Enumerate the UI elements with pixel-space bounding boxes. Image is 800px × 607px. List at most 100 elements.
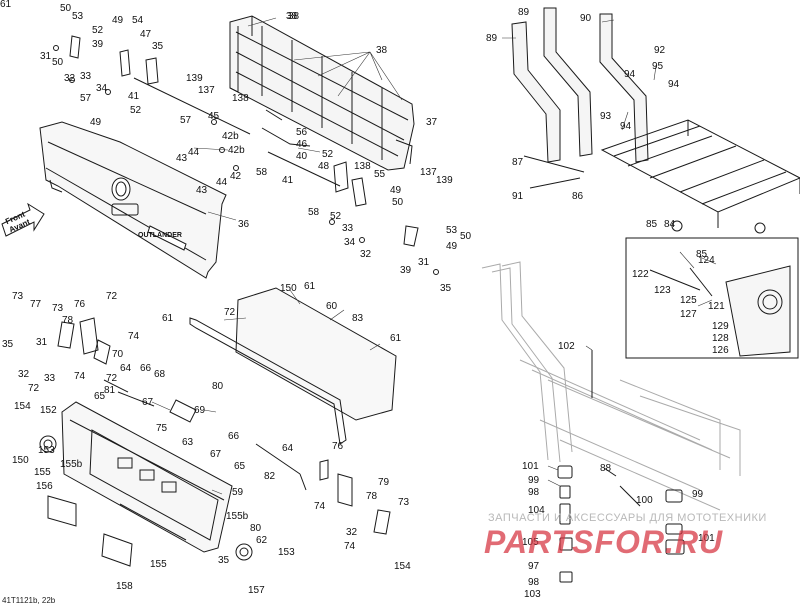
callout-79: 129 [712,321,729,332]
callout-92: 97 [528,561,540,572]
callout-145: 35 [218,555,230,566]
callout-110: 72 [106,373,118,384]
callout-136: 156 [36,481,53,492]
front-rack-frame-drawing [229,15,415,171]
callout-63: 94 [624,69,636,80]
callout-144: 154 [394,561,411,572]
callout-90: 101 [698,533,715,544]
callout-16: 49 [90,117,102,128]
callout-116: 80 [212,381,224,392]
callout-25: 56 [296,127,308,138]
callout-54: 31 [418,257,430,268]
callout-135: 79 [378,477,390,488]
callout-12: 34 [96,83,108,94]
callout-66: 94 [620,121,632,132]
cover-plate-drawing [189,287,397,445]
callout-20: 38 [286,11,298,22]
callout-9: 39 [92,39,104,50]
callout-123: 153 [38,445,55,456]
callout-102: 31 [36,337,48,348]
callout-148: 157 [248,585,265,596]
callout-41: 137 [420,167,437,178]
callout-60: 90 [580,13,592,24]
emblem-text: OUTLANDER [138,232,182,239]
callout-23: 57 [180,115,192,126]
front-hardware-drawing [53,35,439,275]
callout-95: 73 [12,291,24,302]
callout-35: 42 [230,171,242,182]
callout-2: 49 [112,15,124,26]
front-arrow-drawing [1,202,45,237]
callout-96: 77 [30,299,42,310]
callout-68: 91 [512,191,524,202]
callout-37: 41 [282,175,294,186]
callout-19: 138 [232,93,249,104]
callout-15: 41 [128,91,140,102]
callout-97: 73 [52,303,64,314]
callout-78: 121 [708,301,725,312]
rear-hardware-drawing [557,350,685,583]
callout-81: 126 [712,345,729,356]
callout-94: 103 [524,589,541,600]
callout-74: 124 [698,255,715,266]
callout-120: 75 [156,423,168,434]
callout-130: 65 [234,461,246,472]
callout-53: 39 [400,265,412,276]
callout-58: 89 [486,33,498,44]
callout-75: 123 [654,285,671,296]
callout-131: 82 [264,471,276,482]
callout-77: 127 [680,309,697,320]
callout-21: 38 [376,45,388,56]
callout-133: 78 [366,491,378,502]
rear-frame-ghost-drawing [481,261,741,511]
callout-65: 93 [600,111,612,122]
callout-34: 44 [216,177,228,188]
callout-139: 32 [346,527,358,538]
callout-146: 155 [150,559,167,570]
callout-51: 50 [460,231,472,242]
callout-129: 155 [34,467,51,478]
callout-82: 102 [558,341,575,352]
callout-152: 60 [326,301,338,312]
callout-57: 36 [238,219,250,230]
callout-47: 33 [342,223,354,234]
callout-99: 72 [106,291,118,302]
callout-124: 155b [60,459,83,470]
callout-88: 100 [636,495,653,506]
callout-113: 68 [154,369,166,380]
callout-107: 33 [44,373,56,384]
callout-56: 38 [288,11,300,22]
callout-118: 154 [14,401,31,412]
rear-rack-frame-drawing [511,7,800,234]
callout-8: 50 [52,57,64,68]
callout-55: 35 [440,283,452,294]
figure-id: 41T1121b, 22b [2,596,56,605]
callout-0: 50 [60,3,72,14]
callout-87: 104 [528,505,545,516]
callout-45: 58 [308,207,320,218]
callout-98: 76 [74,299,86,310]
callout-93: 98 [528,577,540,588]
callout-18: 137 [198,85,215,96]
callout-112: 66 [140,363,152,374]
callout-50: 53 [446,225,458,236]
callout-117: 69 [194,405,206,416]
callout-69: 86 [572,191,584,202]
callout-43: 49 [390,185,402,196]
callout-38: 48 [318,161,330,172]
callout-26: 42b [222,131,239,142]
callout-48: 34 [344,237,356,248]
callout-24: 45 [208,111,220,122]
callout-64: 94 [668,79,680,90]
callout-109: 64 [120,363,132,374]
callout-128: 150 [12,455,29,466]
callout-52: 49 [446,241,458,252]
callout-22: 37 [426,117,438,128]
callout-32: 52 [322,149,334,160]
callout-126: 67 [210,449,222,460]
callout-71: 84 [664,219,676,230]
callout-149: 150 [280,283,297,294]
callout-84: 99 [528,475,540,486]
